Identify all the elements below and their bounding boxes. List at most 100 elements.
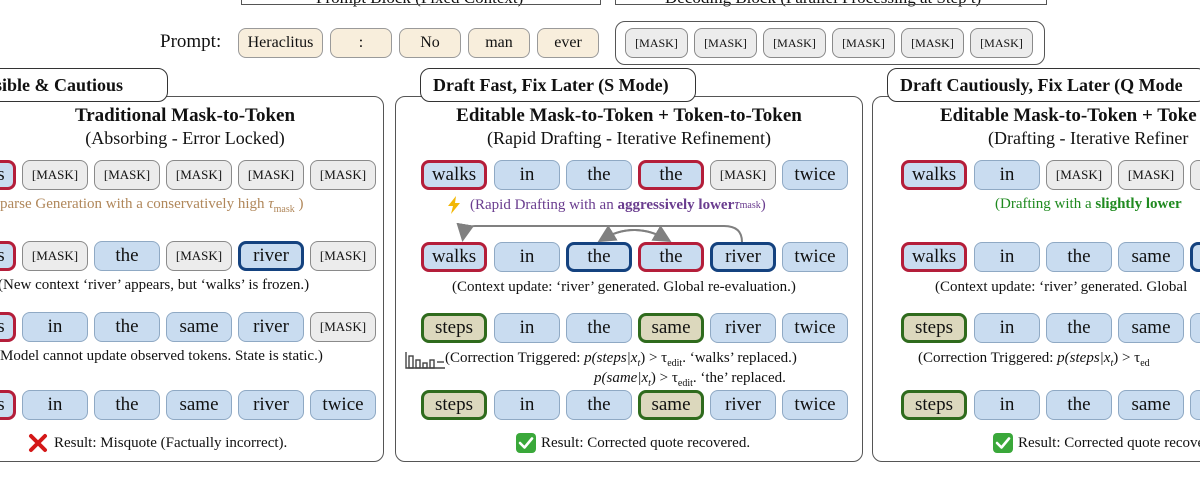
token: in <box>974 160 1040 190</box>
mask-token: [MASK] <box>310 312 376 342</box>
token: twice <box>782 313 848 343</box>
token: walks <box>901 242 967 272</box>
middle-note-3: (Correction Triggered: p(steps|xt) > τed… <box>445 350 797 369</box>
middle-heading: Editable Mask-to-Token + Token-to-Token <box>456 105 802 126</box>
middle-note-2: (Context update: ‘river’ generated. Glob… <box>452 279 796 295</box>
token-edge <box>1190 313 1200 343</box>
check-icon <box>516 433 536 453</box>
mask-token: [MASK] <box>1118 160 1184 190</box>
token: in <box>494 313 560 343</box>
mask-token: [MASK] <box>22 241 88 271</box>
prompt-token: Heraclitus <box>238 28 323 58</box>
mask-token: [MASK] <box>710 160 776 190</box>
token: the <box>566 242 632 272</box>
token: s <box>0 390 16 420</box>
token: river <box>710 313 776 343</box>
token: in <box>974 242 1040 272</box>
token: in <box>494 242 560 272</box>
middle-result: Result: Corrected quote recovered. <box>516 433 750 453</box>
right-subheading: (Drafting - Iterative Refiner <box>988 128 1189 148</box>
decoding-block-bracket <box>615 0 1047 5</box>
decoding-mask-token: [MASK] <box>694 28 757 58</box>
decoding-mask-token: [MASK] <box>901 28 964 58</box>
middle-note-1: (Rapid Drafting with an aggressively low… <box>446 196 766 214</box>
token: river <box>710 242 776 272</box>
left-heading: Traditional Mask-to-Token <box>74 105 296 126</box>
decoding-block <box>615 21 1045 65</box>
token: river <box>238 312 304 342</box>
prompt-block-bracket <box>241 0 601 5</box>
mask-token: [MASK] <box>166 241 232 271</box>
token: the <box>638 242 704 272</box>
prompt-label: Prompt: <box>160 31 222 52</box>
token: the <box>94 390 160 420</box>
token: the <box>1046 313 1112 343</box>
token-edge <box>1190 390 1200 420</box>
token: same <box>1118 390 1184 420</box>
prompt-block-title: Prompt Block (Fixed Context) <box>316 0 523 8</box>
decoding-mask-token: [MASK] <box>625 28 688 58</box>
right-note-3: (Correction Triggered: p(steps|xt) > τed <box>918 350 1150 369</box>
token: the <box>638 160 704 190</box>
token: the <box>1046 242 1112 272</box>
token: steps <box>901 390 967 420</box>
token: in <box>974 390 1040 420</box>
mask-token: [MASK] <box>238 160 304 190</box>
prompt-token: : <box>330 28 392 58</box>
token: river <box>238 390 304 420</box>
check-icon <box>993 433 1013 453</box>
token: the <box>566 160 632 190</box>
token: twice <box>782 242 848 272</box>
mask-token: [MASK] <box>22 160 88 190</box>
token: same <box>166 390 232 420</box>
token-edge <box>1190 242 1200 272</box>
left-note-2: (New context ‘river’ appears, but ‘walks… <box>0 277 310 293</box>
token: s <box>0 241 16 271</box>
token: same <box>638 390 704 420</box>
mask-token: [MASK] <box>310 241 376 271</box>
right-result: Result: Corrected quote recove <box>993 433 1200 453</box>
token: twice <box>782 160 848 190</box>
token: steps <box>901 313 967 343</box>
token: walks <box>421 242 487 272</box>
left-note-1: parse Generation with a conservatively h… <box>0 196 304 215</box>
right-heading: Editable Mask-to-Token + Toke <box>940 105 1197 126</box>
token: walks <box>901 160 967 190</box>
token: the <box>566 313 632 343</box>
token: in <box>494 390 560 420</box>
middle-note-4: p(same|xt) > τedit. ‘the’ replaced. <box>594 370 786 389</box>
left-panel-tab: sible & Cautious <box>0 68 168 102</box>
left-subheading: (Absorbing - Error Locked) <box>85 128 285 148</box>
token: same <box>1118 313 1184 343</box>
token: the <box>566 390 632 420</box>
token: s <box>0 312 16 342</box>
token: in <box>494 160 560 190</box>
prompt-token: man <box>468 28 530 58</box>
token: in <box>974 313 1040 343</box>
mask-token: [MASK] <box>310 160 376 190</box>
left-result: Result: Misquote (Factually incorrect). <box>28 433 287 453</box>
decoding-mask-token: [MASK] <box>832 28 895 58</box>
token: river <box>710 390 776 420</box>
mask-token: [MASK] <box>1046 160 1112 190</box>
token: steps <box>421 390 487 420</box>
decoding-block-title: Decoding Block (Parallel Processing at S… <box>665 0 981 8</box>
token: twice <box>782 390 848 420</box>
mask-token: [MASK] <box>94 160 160 190</box>
token: twice <box>310 390 376 420</box>
mask-token: [MASK] <box>166 160 232 190</box>
token: s <box>0 160 16 190</box>
decoding-mask-token: [MASK] <box>763 28 826 58</box>
cross-icon <box>29 434 47 452</box>
token: in <box>22 312 88 342</box>
token: the <box>94 241 160 271</box>
token: river <box>238 241 304 271</box>
decoding-mask-token: [MASK] <box>970 28 1033 58</box>
token: in <box>22 390 88 420</box>
token: the <box>94 312 160 342</box>
middle-subheading: (Rapid Drafting - Iterative Refinement) <box>487 128 771 148</box>
token: walks <box>421 160 487 190</box>
token: steps <box>421 313 487 343</box>
token: same <box>638 313 704 343</box>
token: same <box>166 312 232 342</box>
